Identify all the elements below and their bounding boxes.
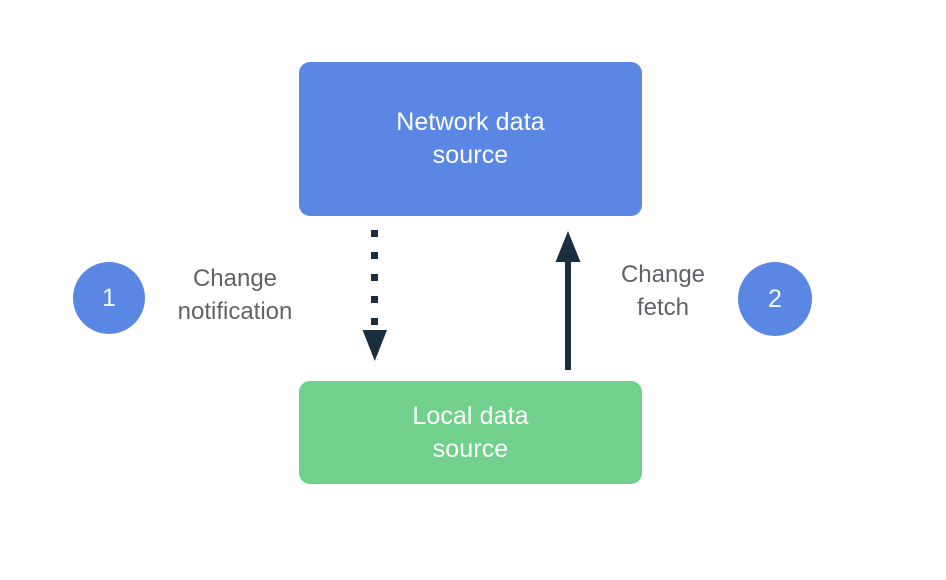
node-local-data-source-label: Local data source: [412, 401, 529, 463]
step-badge-2-number: 2: [768, 284, 782, 313]
node-local-data-source[interactable]: Local data source: [299, 381, 642, 484]
node-network-data-source-label: Network data source: [396, 108, 545, 169]
edge-label-change-notification: Change notification: [177, 265, 293, 326]
arrow-change-notification-down-icon: [362, 230, 387, 361]
edge-label-change-fetch: Change fetch: [620, 261, 706, 322]
step-badge-1[interactable]: 1: [73, 262, 145, 334]
step-badge-2[interactable]: 2: [738, 262, 812, 336]
arrow-change-fetch-up-icon: [555, 231, 581, 370]
node-network-data-source[interactable]: Network data source: [299, 62, 642, 216]
step-badge-1-number: 1: [102, 283, 116, 312]
